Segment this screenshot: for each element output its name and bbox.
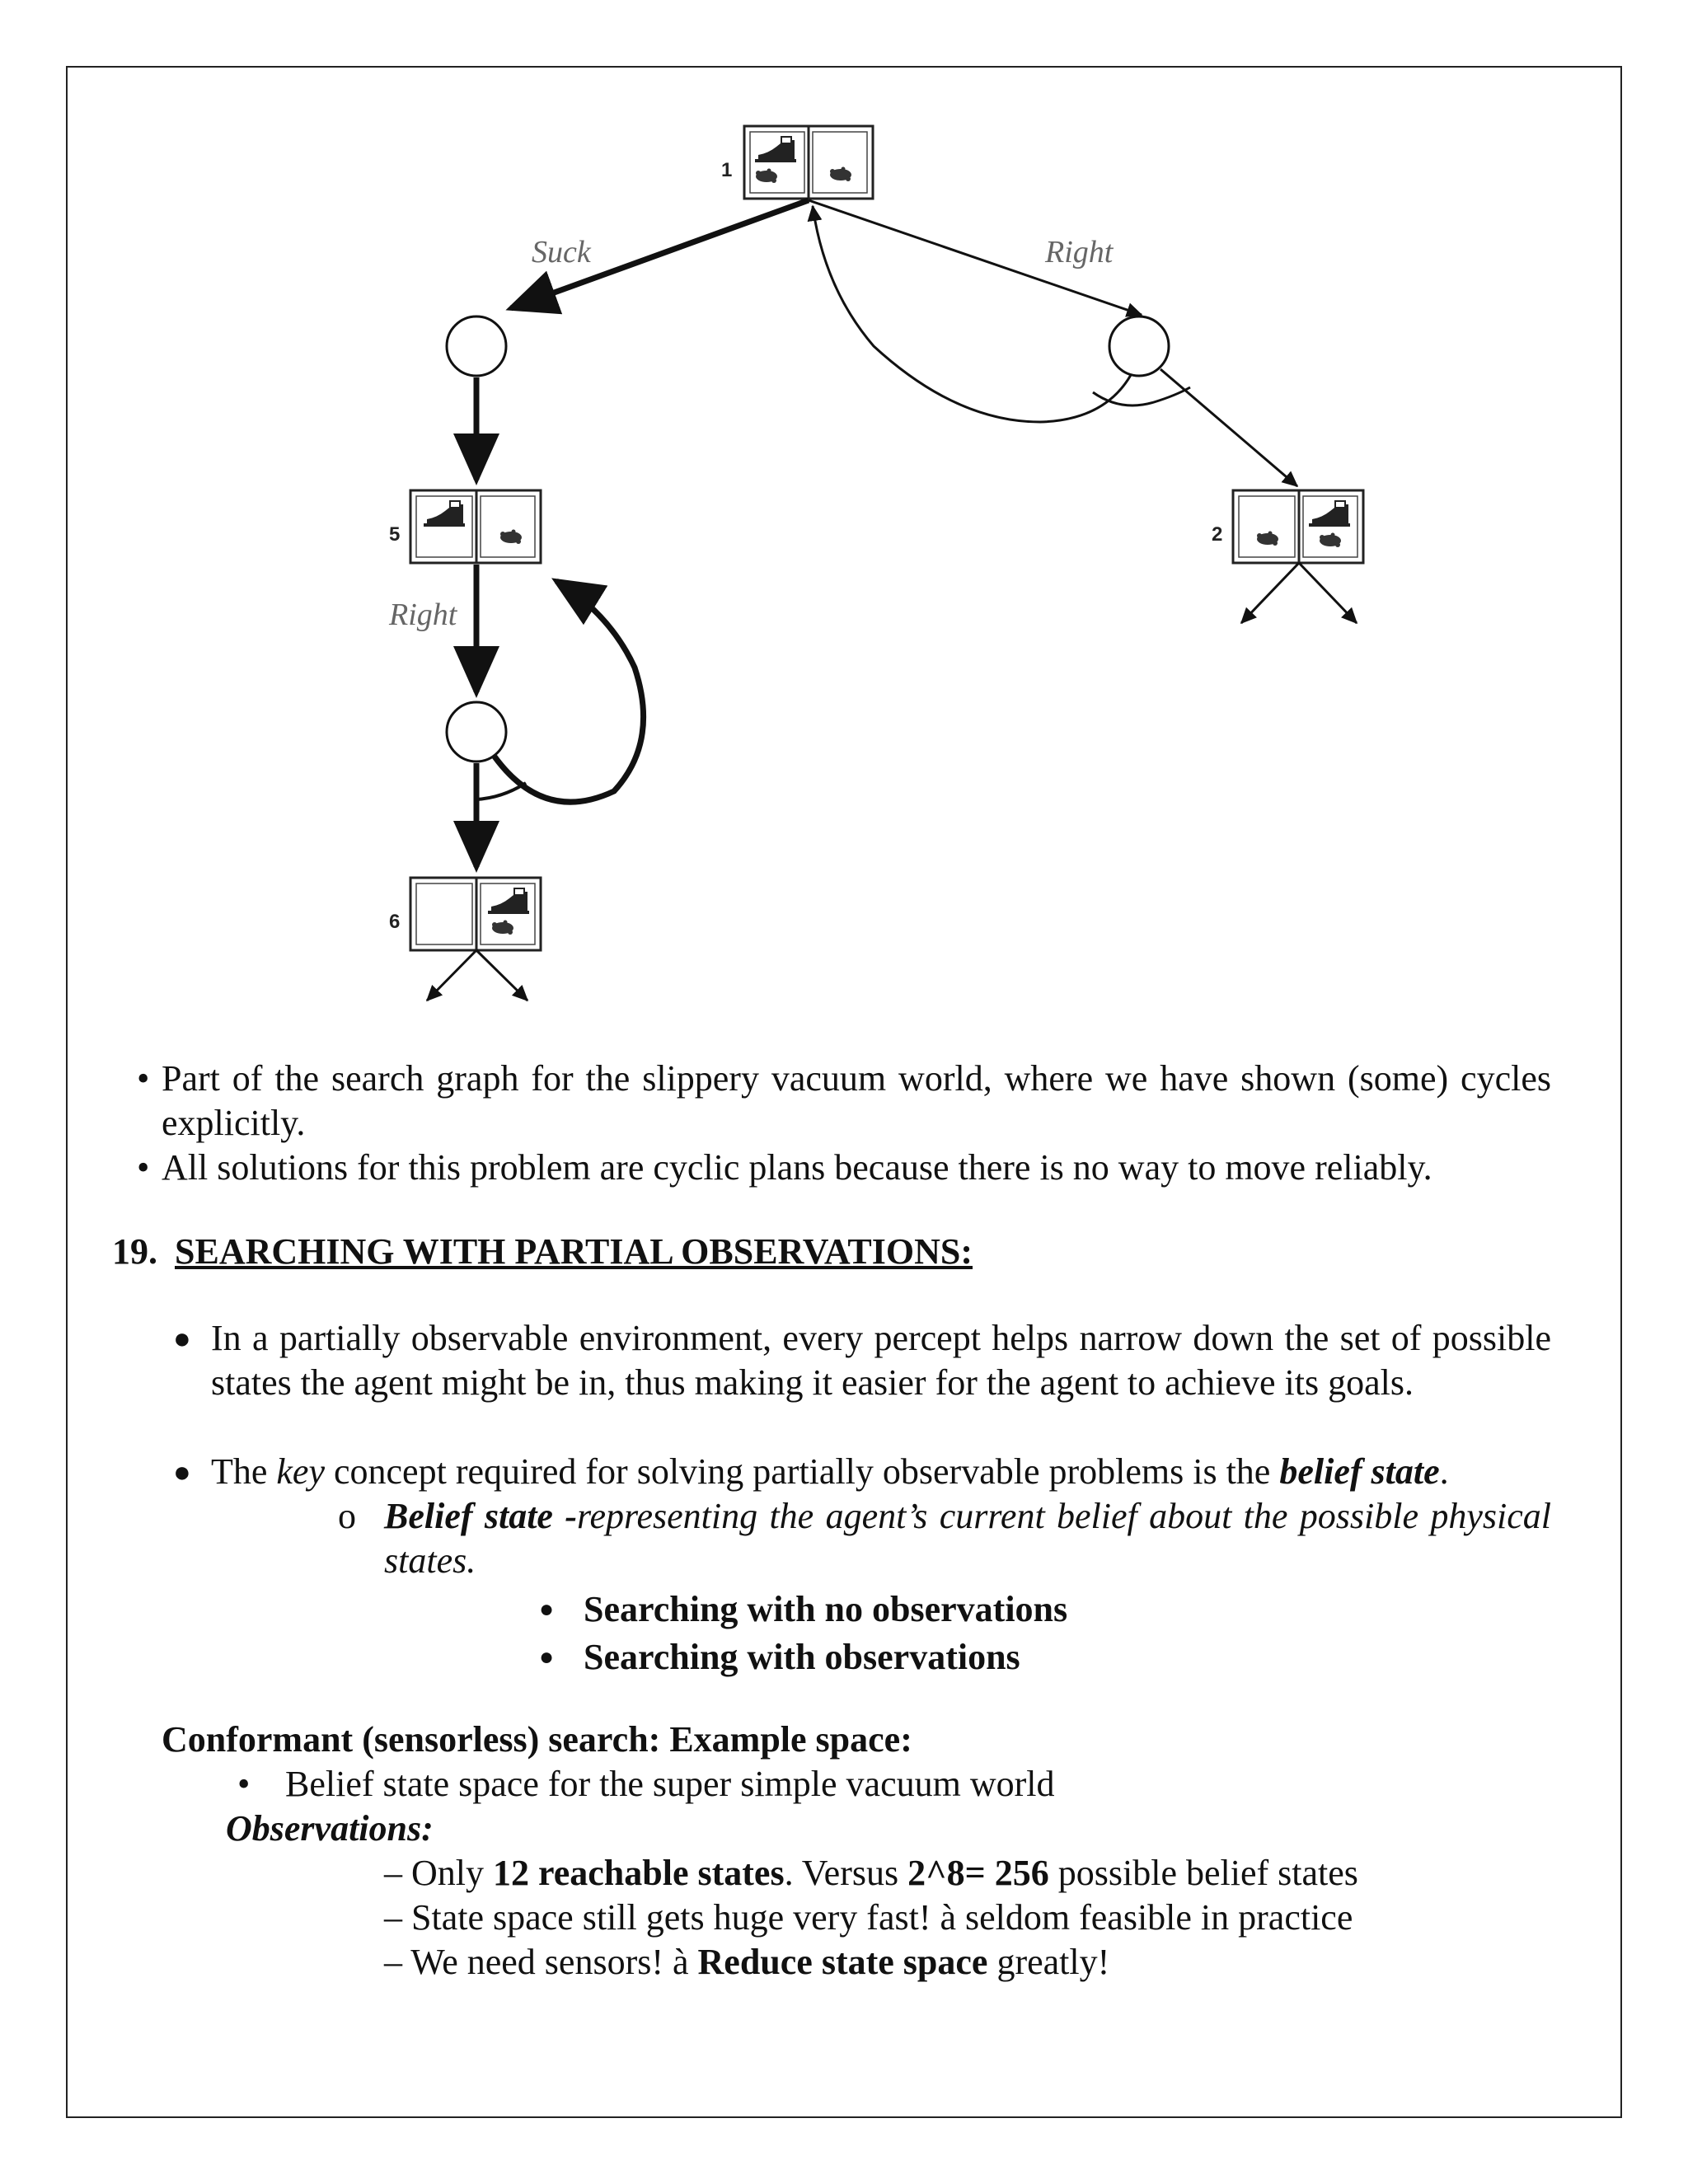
text: – Only (384, 1853, 493, 1893)
text: possible belief states (1048, 1853, 1358, 1893)
state-2-node: 2 (1212, 489, 1365, 565)
bullet-dot: • (137, 1058, 150, 1099)
state-6-node: 6 (389, 876, 542, 952)
section-number: 19. (112, 1231, 157, 1272)
state-number: 1 (721, 159, 732, 181)
and-arc (476, 781, 528, 801)
belief-state-definition: Belief state -representing the agent’s c… (384, 1494, 1551, 1583)
outgoing-edge (475, 949, 529, 1002)
bullet-dot: • (237, 1764, 251, 1804)
section-title: SEARCHING WITH PARTIAL OBSERVATIONS: (175, 1231, 973, 1272)
definition-text: representing the agent’s current belief … (384, 1496, 1551, 1581)
belief-state-term: Belief state - (384, 1496, 577, 1536)
sub-bullet-1: Searching with no observations (584, 1589, 1068, 1629)
key-term: key (276, 1451, 325, 1492)
cycle-edge (492, 578, 647, 805)
observation-line-1: – Only 12 reachable states. Versus 2^8= … (384, 1851, 1358, 1896)
state-number: 6 (389, 911, 400, 933)
observation-line-3: – We need sensors! à Reduce state space … (384, 1940, 1109, 1985)
conformant-bullet: Belief state space for the super simple … (285, 1764, 1055, 1804)
text: – We need sensors! à (384, 1942, 698, 1982)
observations-label: Observations: (226, 1808, 434, 1849)
text: concept required for solving partially o… (325, 1451, 1280, 1492)
text: greatly! (987, 1942, 1110, 1982)
chance-node (1108, 315, 1170, 377)
text: – State space still gets huge very fast!… (384, 1897, 1353, 1938)
edge-to-state-2 (1160, 368, 1299, 488)
text: The (211, 1451, 277, 1492)
page-frame (66, 66, 1622, 2118)
bullet-dot: ● (539, 1643, 555, 1671)
bold-text: 2^8= 256 (907, 1853, 1049, 1893)
state-number: 5 (389, 523, 400, 546)
conformant-heading: Conformant (sensorless) search: Example … (162, 1719, 912, 1760)
edge-suck (505, 197, 810, 315)
bold-text: Reduce state space (697, 1942, 988, 1982)
section-bullet-2: The key concept required for solving par… (211, 1450, 1551, 1494)
and-arc (1092, 386, 1191, 407)
edge-label-right: Right (1044, 235, 1114, 269)
outgoing-edge (1240, 561, 1301, 625)
section-bullet-1: In a partially observable environment, e… (211, 1318, 1551, 1403)
bullet-dot: ● (173, 1455, 191, 1488)
belief-state-term: belief state (1279, 1451, 1440, 1492)
state-1-node: 1 (721, 124, 874, 200)
cycle-edge (807, 204, 1132, 424)
chance-node (445, 315, 508, 377)
bullet-circle: o (338, 1496, 356, 1536)
search-graph-diagram: 1 5 2 6 (388, 124, 1365, 1002)
chance-node (445, 701, 508, 763)
edge-right (808, 199, 1143, 317)
bullet-dot: ● (539, 1596, 555, 1623)
intro-bullet-2: All solutions for this problem are cycli… (162, 1147, 1432, 1188)
state-number: 2 (1212, 523, 1222, 546)
outgoing-edge (425, 949, 478, 1002)
observation-line-2: – State space still gets huge very fast!… (384, 1896, 1353, 1940)
text: . (1439, 1451, 1449, 1492)
bold-text: 12 reachable states (493, 1853, 785, 1893)
text: . Versus (784, 1853, 908, 1893)
edge-label-suck: Suck (532, 235, 592, 269)
bullet-dot: • (137, 1147, 150, 1188)
bullet-dot: ● (173, 1322, 191, 1355)
edge-label-right: Right (388, 598, 458, 632)
state-5-node: 5 (389, 489, 542, 565)
outgoing-edge (1297, 561, 1358, 625)
sub-bullet-2: Searching with observations (584, 1637, 1020, 1677)
intro-bullet-1: Part of the search graph for the slipper… (162, 1058, 1551, 1143)
